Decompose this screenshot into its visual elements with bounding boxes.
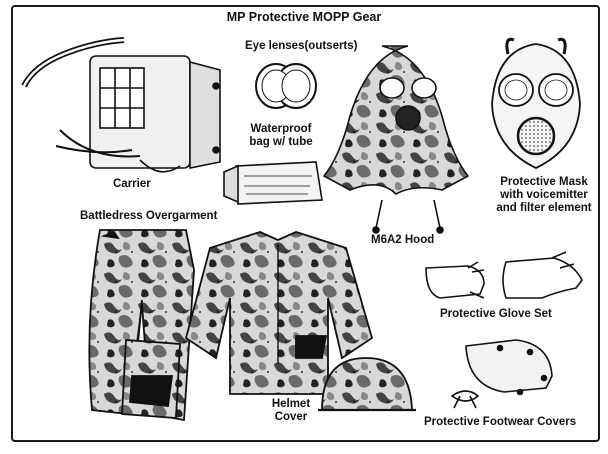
carrier-illustration: [21, 37, 221, 173]
mask-illustration: [491, 37, 581, 169]
label-mask-line2: with voicemitter: [500, 189, 588, 201]
label-waterproof-bag-line1: Waterproof: [250, 123, 312, 135]
label-helmet-cover: Helmet Cover: [266, 398, 316, 424]
label-glove-set: Protective Glove Set: [440, 308, 552, 320]
eye-lenses-illustration: [255, 63, 317, 109]
label-waterproof-bag: Waterproof bag w/ tube: [236, 123, 326, 149]
label-mask: Protective Mask with voicemitter and fil…: [490, 176, 598, 215]
footwear-covers-illustration: [450, 339, 553, 409]
coat-illustration: [121, 231, 374, 419]
label-eye-lenses: Eye lenses(outserts): [245, 40, 358, 52]
label-helmet-cover-line1: Helmet: [271, 398, 311, 410]
helmet-cover-illustration: [318, 357, 416, 412]
label-helmet-cover-line2: Cover: [274, 411, 308, 423]
label-mask-line1: Protective Mask: [500, 176, 588, 188]
label-carrier: Carrier: [113, 178, 151, 190]
label-footwear-covers: Protective Footwear Covers: [424, 416, 577, 428]
figure-title: MP Protective MOPP Gear: [226, 10, 382, 24]
label-battledress: Battledress Overgarment: [80, 210, 218, 222]
label-mask-line3: and filter element: [496, 202, 592, 214]
hood-illustration: [322, 45, 470, 234]
figure-frame: [11, 5, 600, 442]
label-hood: M6A2 Hood: [371, 234, 435, 246]
waterproof-bag-illustration: [223, 161, 323, 205]
gloves-illustration: [425, 251, 583, 299]
label-waterproof-bag-line2: bag w/ tube: [249, 136, 313, 148]
